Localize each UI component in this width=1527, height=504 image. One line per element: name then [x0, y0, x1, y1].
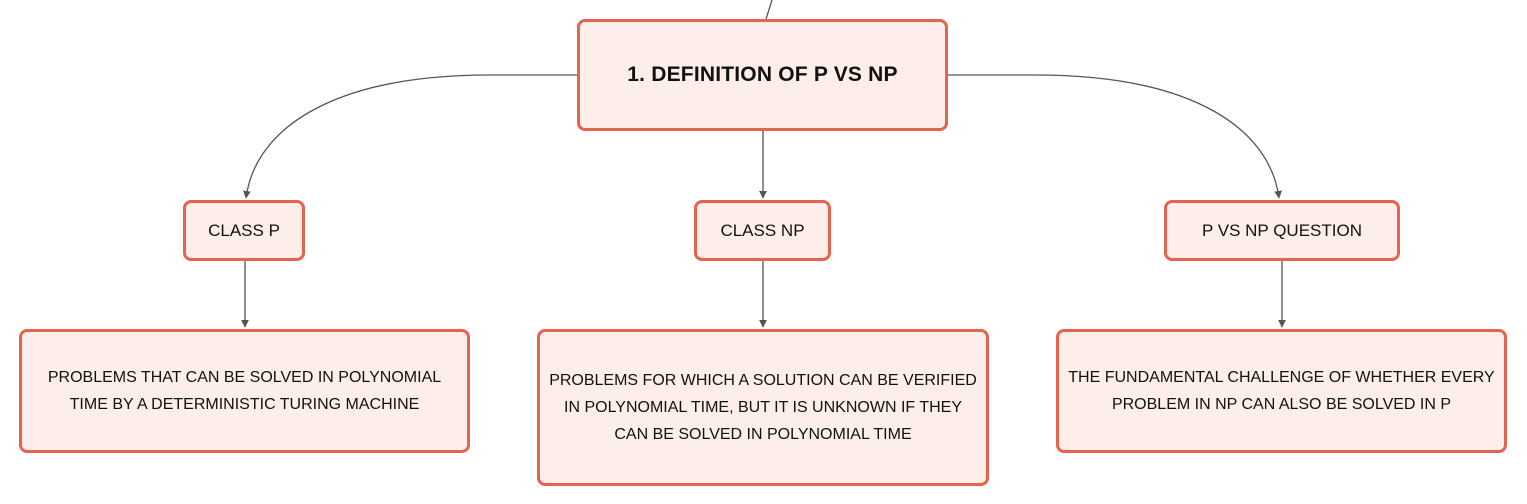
- p-vs-np-question-node[interactable]: P VS NP QUESTION: [1164, 200, 1400, 261]
- class-np-label: CLASS NP: [720, 220, 805, 240]
- class-p-label: CLASS P: [208, 220, 280, 240]
- root-node[interactable]: 1. DEFINITION OF P VS NP: [577, 19, 948, 131]
- class-np-detail-node[interactable]: PROBLEMS FOR WHICH A SOLUTION CAN BE VER…: [537, 329, 989, 486]
- p-vs-np-question-detail-text: THE FUNDAMENTAL CHALLENGE OF WHETHER EVE…: [1068, 369, 1495, 413]
- class-p-node[interactable]: CLASS P: [183, 200, 305, 261]
- connector-root-to-class-p: [243, 74, 577, 199]
- class-np-detail-text: PROBLEMS FOR WHICH A SOLUTION CAN BE VER…: [549, 372, 977, 443]
- class-p-detail-node[interactable]: PROBLEMS THAT CAN BE SOLVED IN POLYNOMIA…: [19, 329, 470, 453]
- connector-root-to-question: [948, 74, 1282, 199]
- p-vs-np-question-detail-node[interactable]: THE FUNDAMENTAL CHALLENGE OF WHETHER EVE…: [1056, 329, 1507, 453]
- incoming-connector: [765, 0, 773, 20]
- p-vs-np-question-label: P VS NP QUESTION: [1202, 220, 1362, 240]
- class-p-detail-text: PROBLEMS THAT CAN BE SOLVED IN POLYNOMIA…: [47, 369, 442, 413]
- root-node-label: 1. DEFINITION OF P VS NP: [627, 63, 898, 86]
- class-np-node[interactable]: CLASS NP: [694, 200, 831, 261]
